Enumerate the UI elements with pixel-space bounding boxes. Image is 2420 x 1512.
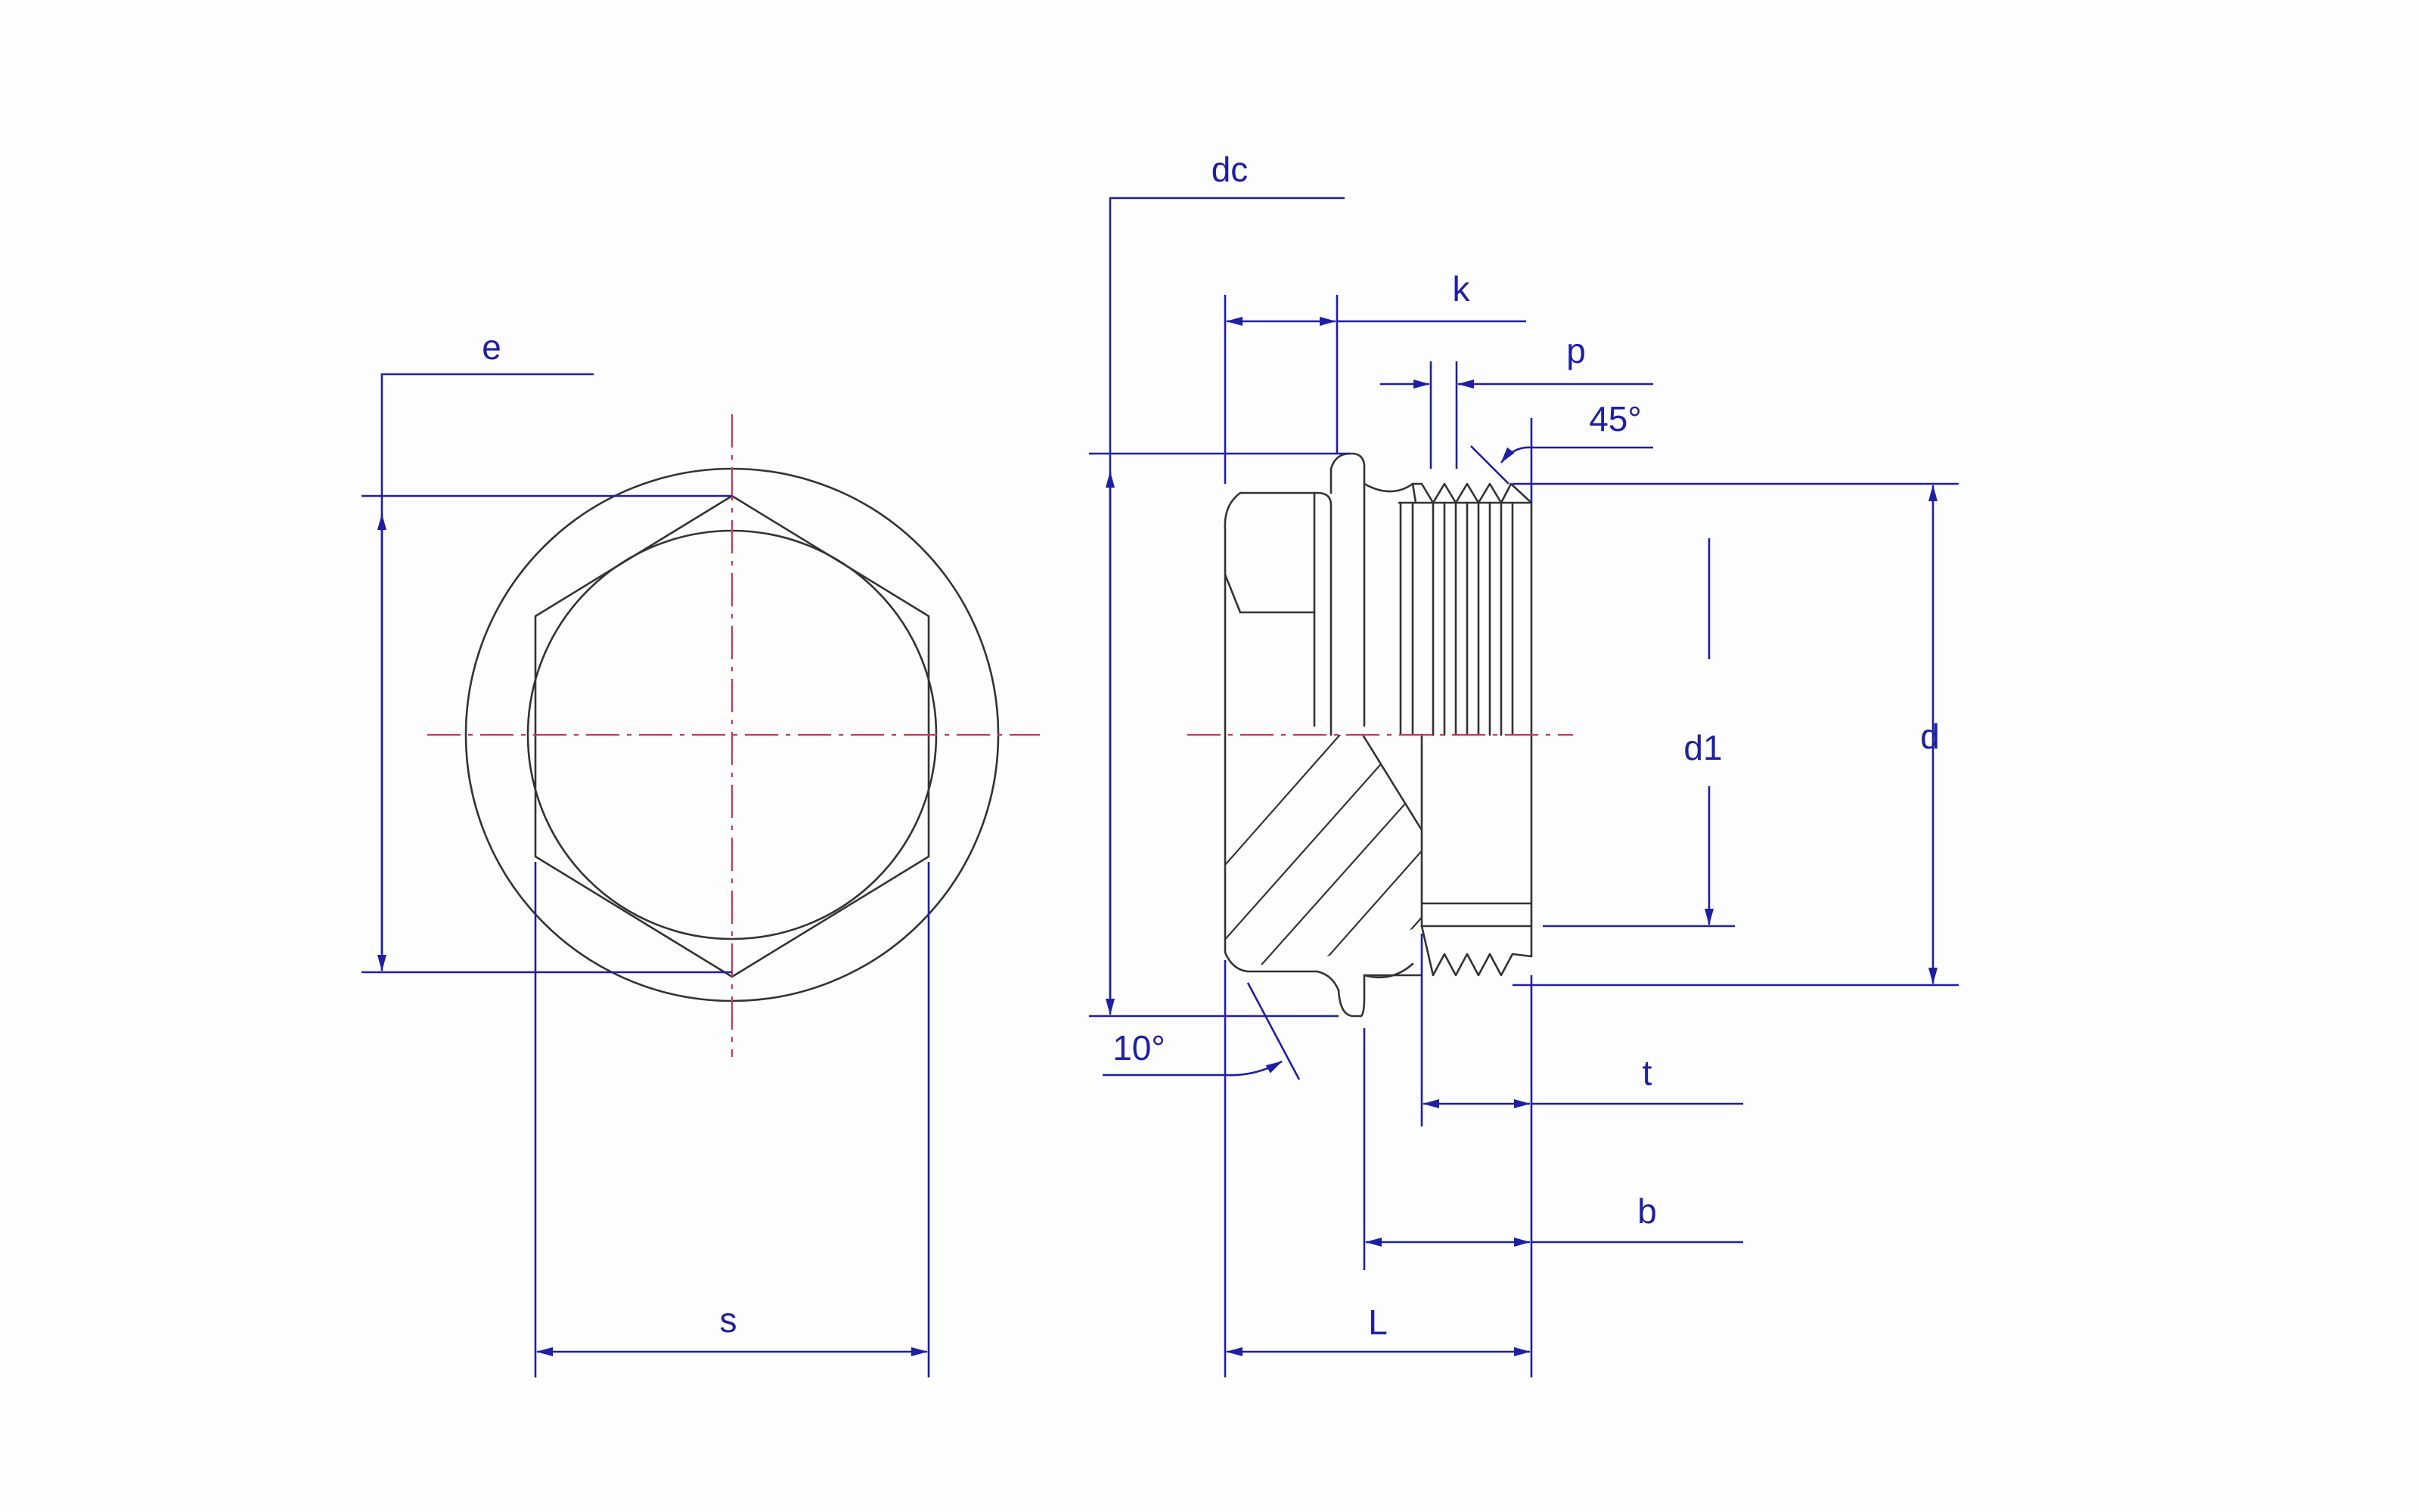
side-view: [1089, 197, 1959, 1377]
labels: e s dc k p 45° d1 d 10° t b L: [482, 150, 1940, 1342]
dimension-k: [1224, 295, 1526, 484]
label-k: k: [1453, 269, 1471, 308]
label-L: L: [1368, 1303, 1388, 1342]
label-s: s: [720, 1300, 737, 1340]
label-angle-45: 45°: [1589, 399, 1642, 438]
dimension-dc: [1089, 197, 1350, 1018]
label-t: t: [1643, 1053, 1652, 1092]
label-b: b: [1637, 1191, 1657, 1231]
dimension-b: [1363, 1028, 1743, 1270]
dimension-d1: [1543, 538, 1735, 928]
dimension-t: [1420, 934, 1743, 1377]
front-view: [361, 373, 1040, 1377]
dimension-e: [361, 373, 732, 974]
dimension-p: [1380, 361, 1653, 469]
section-hatch: [1225, 735, 1422, 970]
label-p: p: [1566, 331, 1586, 370]
label-e: e: [482, 327, 501, 367]
dimension-angle-10: [1103, 960, 1301, 1377]
dimension-s: [534, 862, 930, 1377]
label-d1: d1: [1683, 728, 1722, 767]
label-d: d: [1920, 717, 1940, 756]
label-angle-10: 10°: [1112, 1028, 1165, 1067]
dimension-d: [1512, 482, 1959, 987]
dimension-angle-45: [1470, 418, 1653, 503]
label-dc: dc: [1212, 150, 1249, 189]
plug-outline: [1224, 452, 1533, 1018]
